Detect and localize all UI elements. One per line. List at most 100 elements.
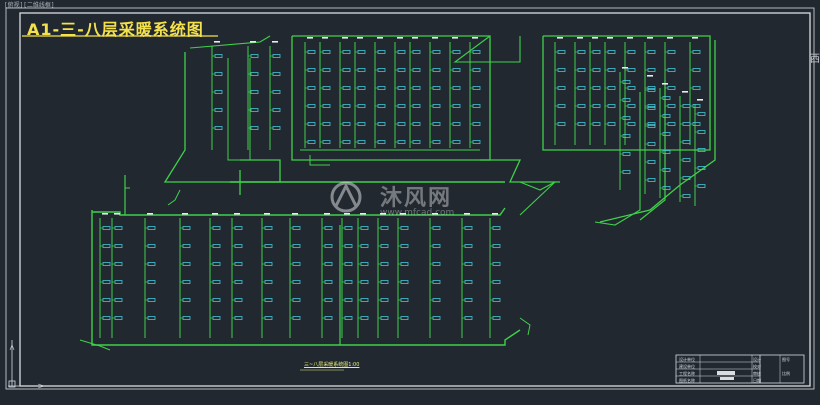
radiator-symbol [250, 90, 259, 94]
pipe-size-tag [250, 41, 256, 43]
radiator-symbol [622, 134, 631, 138]
pipe-size-tag [557, 37, 563, 39]
radiator-symbol [592, 86, 601, 90]
title-block [675, 354, 805, 384]
radiator-symbol [234, 298, 243, 302]
radiator-symbol [662, 150, 671, 154]
pipe-size-tag [322, 37, 328, 39]
radiator-symbol [432, 262, 441, 266]
lower-left-top [124, 187, 130, 210]
radiator-symbol [464, 316, 473, 320]
radiator-symbol [264, 226, 273, 230]
watermark: 沐风网 www.mfcad.com [330, 178, 510, 222]
radiator-symbol [557, 104, 566, 108]
radiator-symbol [412, 50, 421, 54]
title-block-label-3: 审核 [753, 371, 761, 376]
radiator-symbol [412, 68, 421, 72]
radiator-symbol [472, 104, 481, 108]
radiator-symbol [377, 68, 386, 72]
radiator-symbol [212, 298, 221, 302]
radiator-symbol [380, 280, 389, 284]
radiator-symbol [607, 104, 616, 108]
radiator-symbol [492, 226, 501, 230]
radiator-symbol [432, 68, 441, 72]
radiator-symbol [627, 104, 636, 108]
radiator-symbol [682, 158, 691, 162]
radiator-symbol [250, 54, 259, 58]
radiator-symbol [322, 50, 331, 54]
pipe-size-tag [102, 213, 108, 215]
radiator-symbol [397, 86, 406, 90]
radiator-symbol [357, 122, 366, 126]
radiator-symbol [212, 244, 221, 248]
radiator-symbol [607, 86, 616, 90]
radiator-symbol [102, 226, 111, 230]
radiator-symbol [342, 122, 351, 126]
radiator-symbol [344, 316, 353, 320]
radiator-symbol [377, 140, 386, 144]
radiator-symbol [400, 244, 409, 248]
radiator-symbol [647, 178, 656, 182]
radiator-symbol [577, 50, 586, 54]
pipe-size-tag [697, 99, 703, 101]
radiator-symbol [557, 122, 566, 126]
radiator-symbol [292, 226, 301, 230]
title-block-row-4: 图纸名称 [679, 378, 695, 383]
title-block-row-3: 工程名称 [679, 371, 695, 376]
radiator-symbol [557, 50, 566, 54]
radiator-symbol [102, 280, 111, 284]
radiator-symbol [214, 72, 223, 76]
radiator-symbol [397, 122, 406, 126]
radiator-symbol [647, 106, 656, 110]
radiator-symbol [344, 262, 353, 266]
radiator-symbol [272, 54, 281, 58]
radiator-symbol [400, 226, 409, 230]
radiator-symbol [307, 86, 316, 90]
radiator-symbol [147, 280, 156, 284]
radiator-symbol [492, 298, 501, 302]
radiator-symbol [397, 140, 406, 144]
radiator-symbol [114, 244, 123, 248]
radiator-symbol [492, 244, 501, 248]
radiator-symbol [452, 122, 461, 126]
radiator-symbol [264, 280, 273, 284]
radiator-symbol [264, 298, 273, 302]
radiator-symbol [662, 186, 671, 190]
watermark-name: 沐风网 [380, 186, 453, 211]
radiator-symbol [234, 280, 243, 284]
radiator-symbol [697, 130, 706, 134]
radiator-symbol [357, 86, 366, 90]
radiator-symbol [682, 194, 691, 198]
radiator-symbol [360, 262, 369, 266]
pipe-size-tag [272, 41, 278, 43]
viewport-tab[interactable]: [俯视][二维线框] [4, 2, 55, 9]
title-block-row-2: 建设单位 [679, 364, 695, 369]
radiator-symbol [692, 122, 701, 126]
pipe-size-tag [344, 213, 350, 215]
radiator-symbol [182, 298, 191, 302]
radiator-symbol [464, 280, 473, 284]
radiator-symbol [432, 140, 441, 144]
radiator-symbol [492, 280, 501, 284]
radiator-symbol [357, 104, 366, 108]
supply-return-pipes [79, 35, 716, 351]
radiator-symbol [432, 50, 441, 54]
radiator-symbol [380, 316, 389, 320]
radiator-symbol [360, 280, 369, 284]
title-block-label-1: 设计 [753, 357, 761, 362]
radiator-symbol [292, 262, 301, 266]
radiator-symbol [662, 114, 671, 118]
radiator-symbol [250, 108, 259, 112]
pipe-size-tag [357, 37, 363, 39]
radiator-symbol [377, 86, 386, 90]
radiator-symbol [647, 124, 656, 128]
radiator-symbol [452, 86, 461, 90]
radiator-symbol [627, 122, 636, 126]
radiator-symbol [577, 68, 586, 72]
radiator-symbol [147, 298, 156, 302]
radiator-symbol [557, 86, 566, 90]
radiator-symbol [380, 244, 389, 248]
radiator-symbol [464, 298, 473, 302]
lower-right-stub [519, 317, 531, 336]
